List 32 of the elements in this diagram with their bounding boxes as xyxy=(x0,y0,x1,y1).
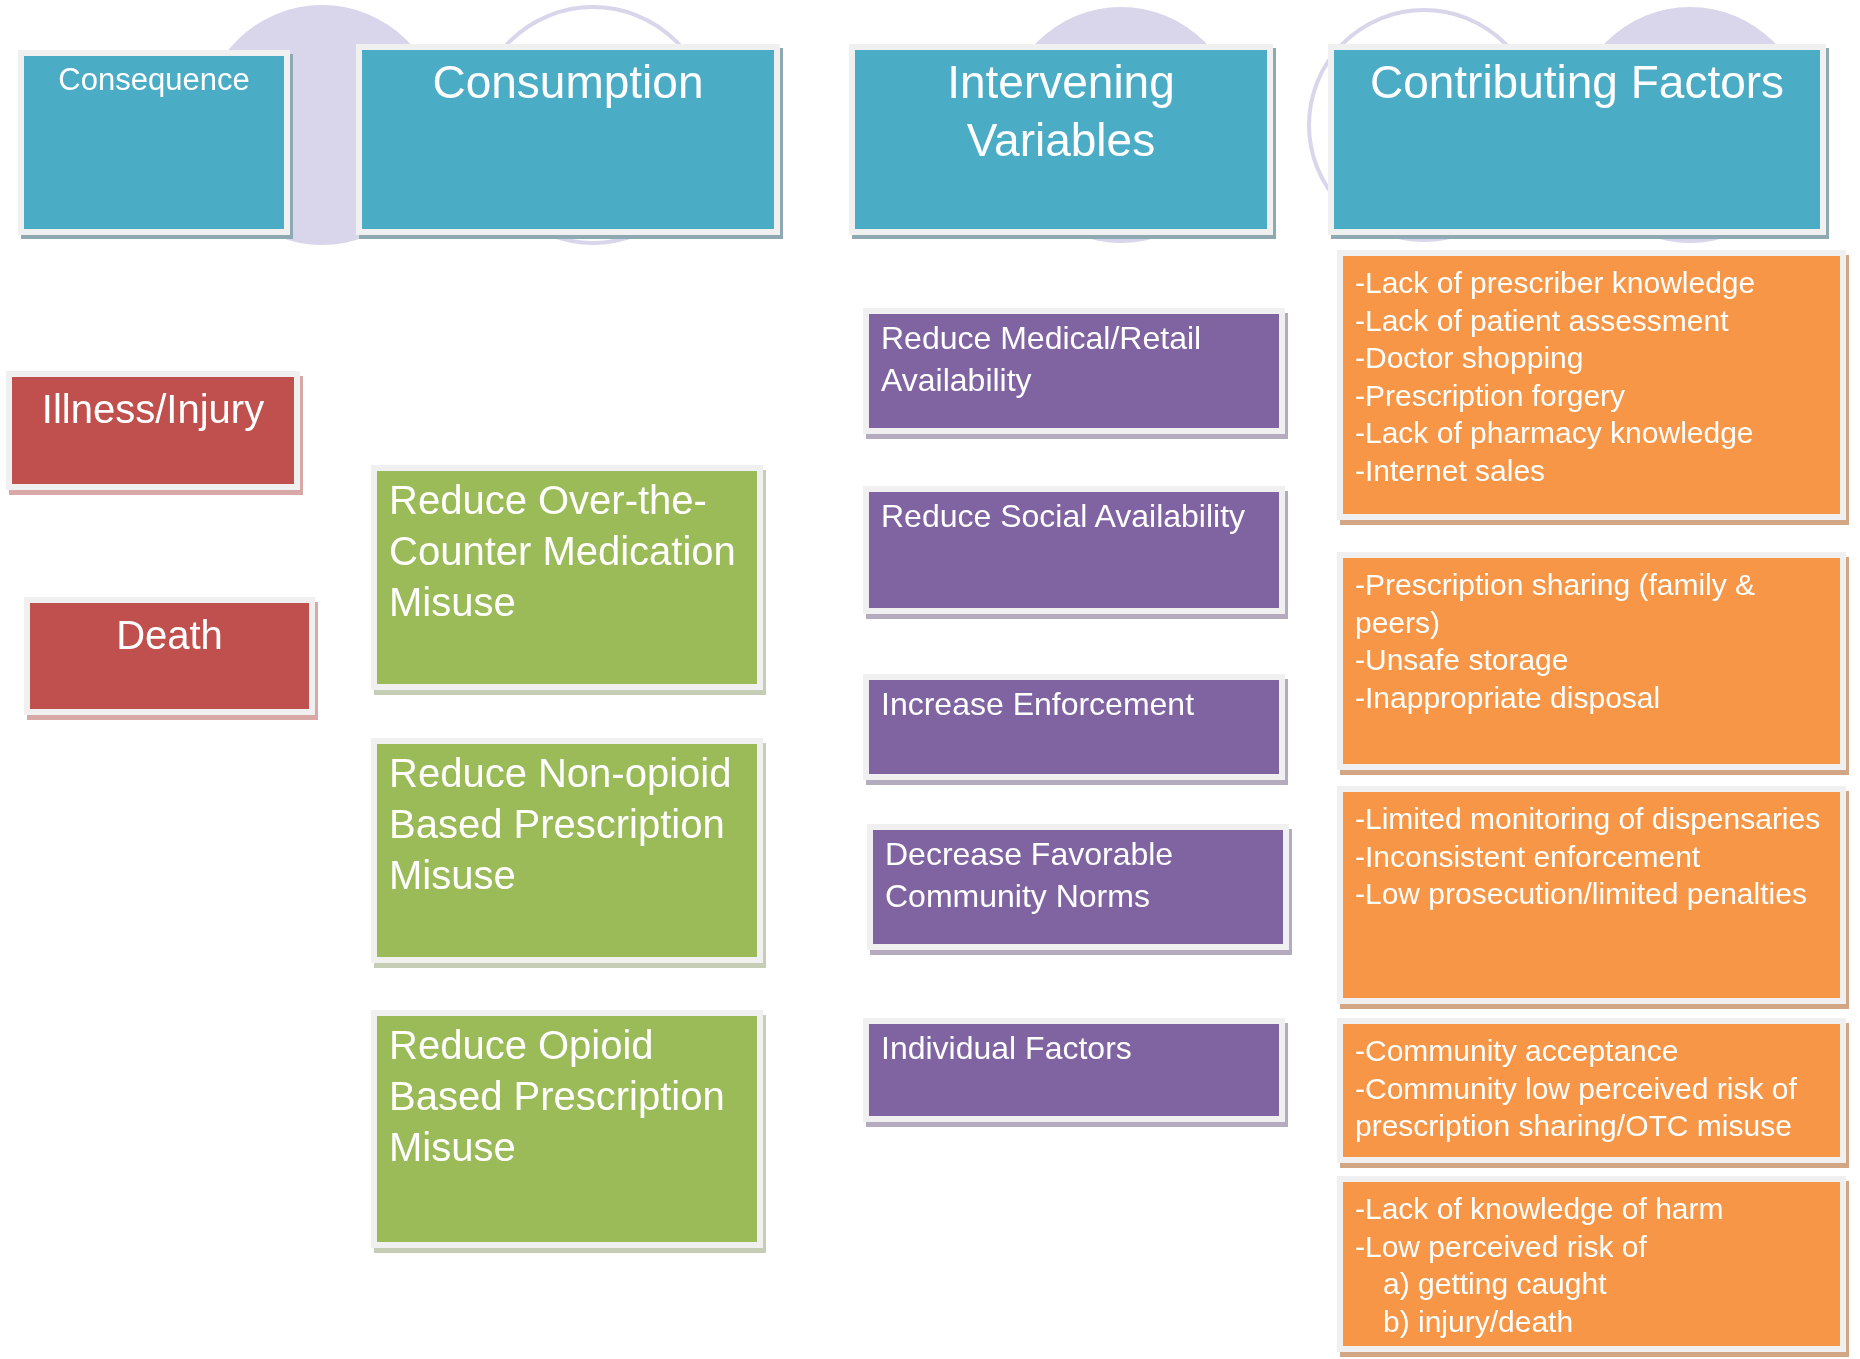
box-text: -Limited monitoring of dispensaries xyxy=(1355,801,1821,837)
box-text: -Lack of pharmacy knowledge xyxy=(1355,415,1754,451)
box-text: -Doctor shopping xyxy=(1355,340,1584,376)
box-text: -Community low perceived risk of prescription sharing/OTC misuse xyxy=(1355,1070,1798,1144)
box-text: a) getting caught xyxy=(1382,1266,1607,1302)
box-text: Intervening Variables xyxy=(946,55,1176,168)
box-text: Reduce Over-the-Counter Medication Misuse xyxy=(389,477,737,627)
box-text: -Lack of prescriber knowledge xyxy=(1355,265,1756,301)
box-text: -Prescription forgery xyxy=(1355,377,1626,414)
box-text: -Inconsistent enforcement xyxy=(1355,838,1701,875)
box-text: -Low prosecution/limited penalties xyxy=(1355,876,1807,912)
box-text: Reduce Medical/Retail Availability xyxy=(881,319,1203,400)
box-text: -Community acceptance xyxy=(1355,1033,1679,1069)
box-text: b) injury/death xyxy=(1382,1303,1574,1340)
box-text: Consumption xyxy=(432,55,704,110)
box-text: -Lack of patient assessment xyxy=(1355,302,1729,339)
box-text: -Lack of knowledge of harm xyxy=(1355,1191,1724,1227)
box-text: Decrease Favorable Community Norms xyxy=(885,835,1175,916)
box-text: Individual Factors xyxy=(881,1029,1132,1068)
box-text: Reduce Social Availability xyxy=(881,497,1246,536)
box-text: -Low perceived risk of xyxy=(1355,1228,1647,1265)
box-text: Reduce Opioid Based Prescription Misuse xyxy=(389,1022,726,1172)
box-text: Illness/Injury xyxy=(41,386,265,433)
box-text: Consequence xyxy=(58,61,250,99)
box-text: -Prescription sharing (family & peers) xyxy=(1355,567,1757,641)
box-text: -Unsafe storage xyxy=(1355,642,1569,678)
box-text: -Internet sales xyxy=(1355,452,1546,489)
box-text: Reduce Non-opioid Based Prescription Misuse xyxy=(389,750,733,900)
box-text: -Inappropriate disposal xyxy=(1355,679,1661,716)
box-text: Contributing Factors xyxy=(1369,55,1785,110)
box-text: Increase Enforcement xyxy=(881,685,1195,724)
box-text: Death xyxy=(116,612,223,659)
